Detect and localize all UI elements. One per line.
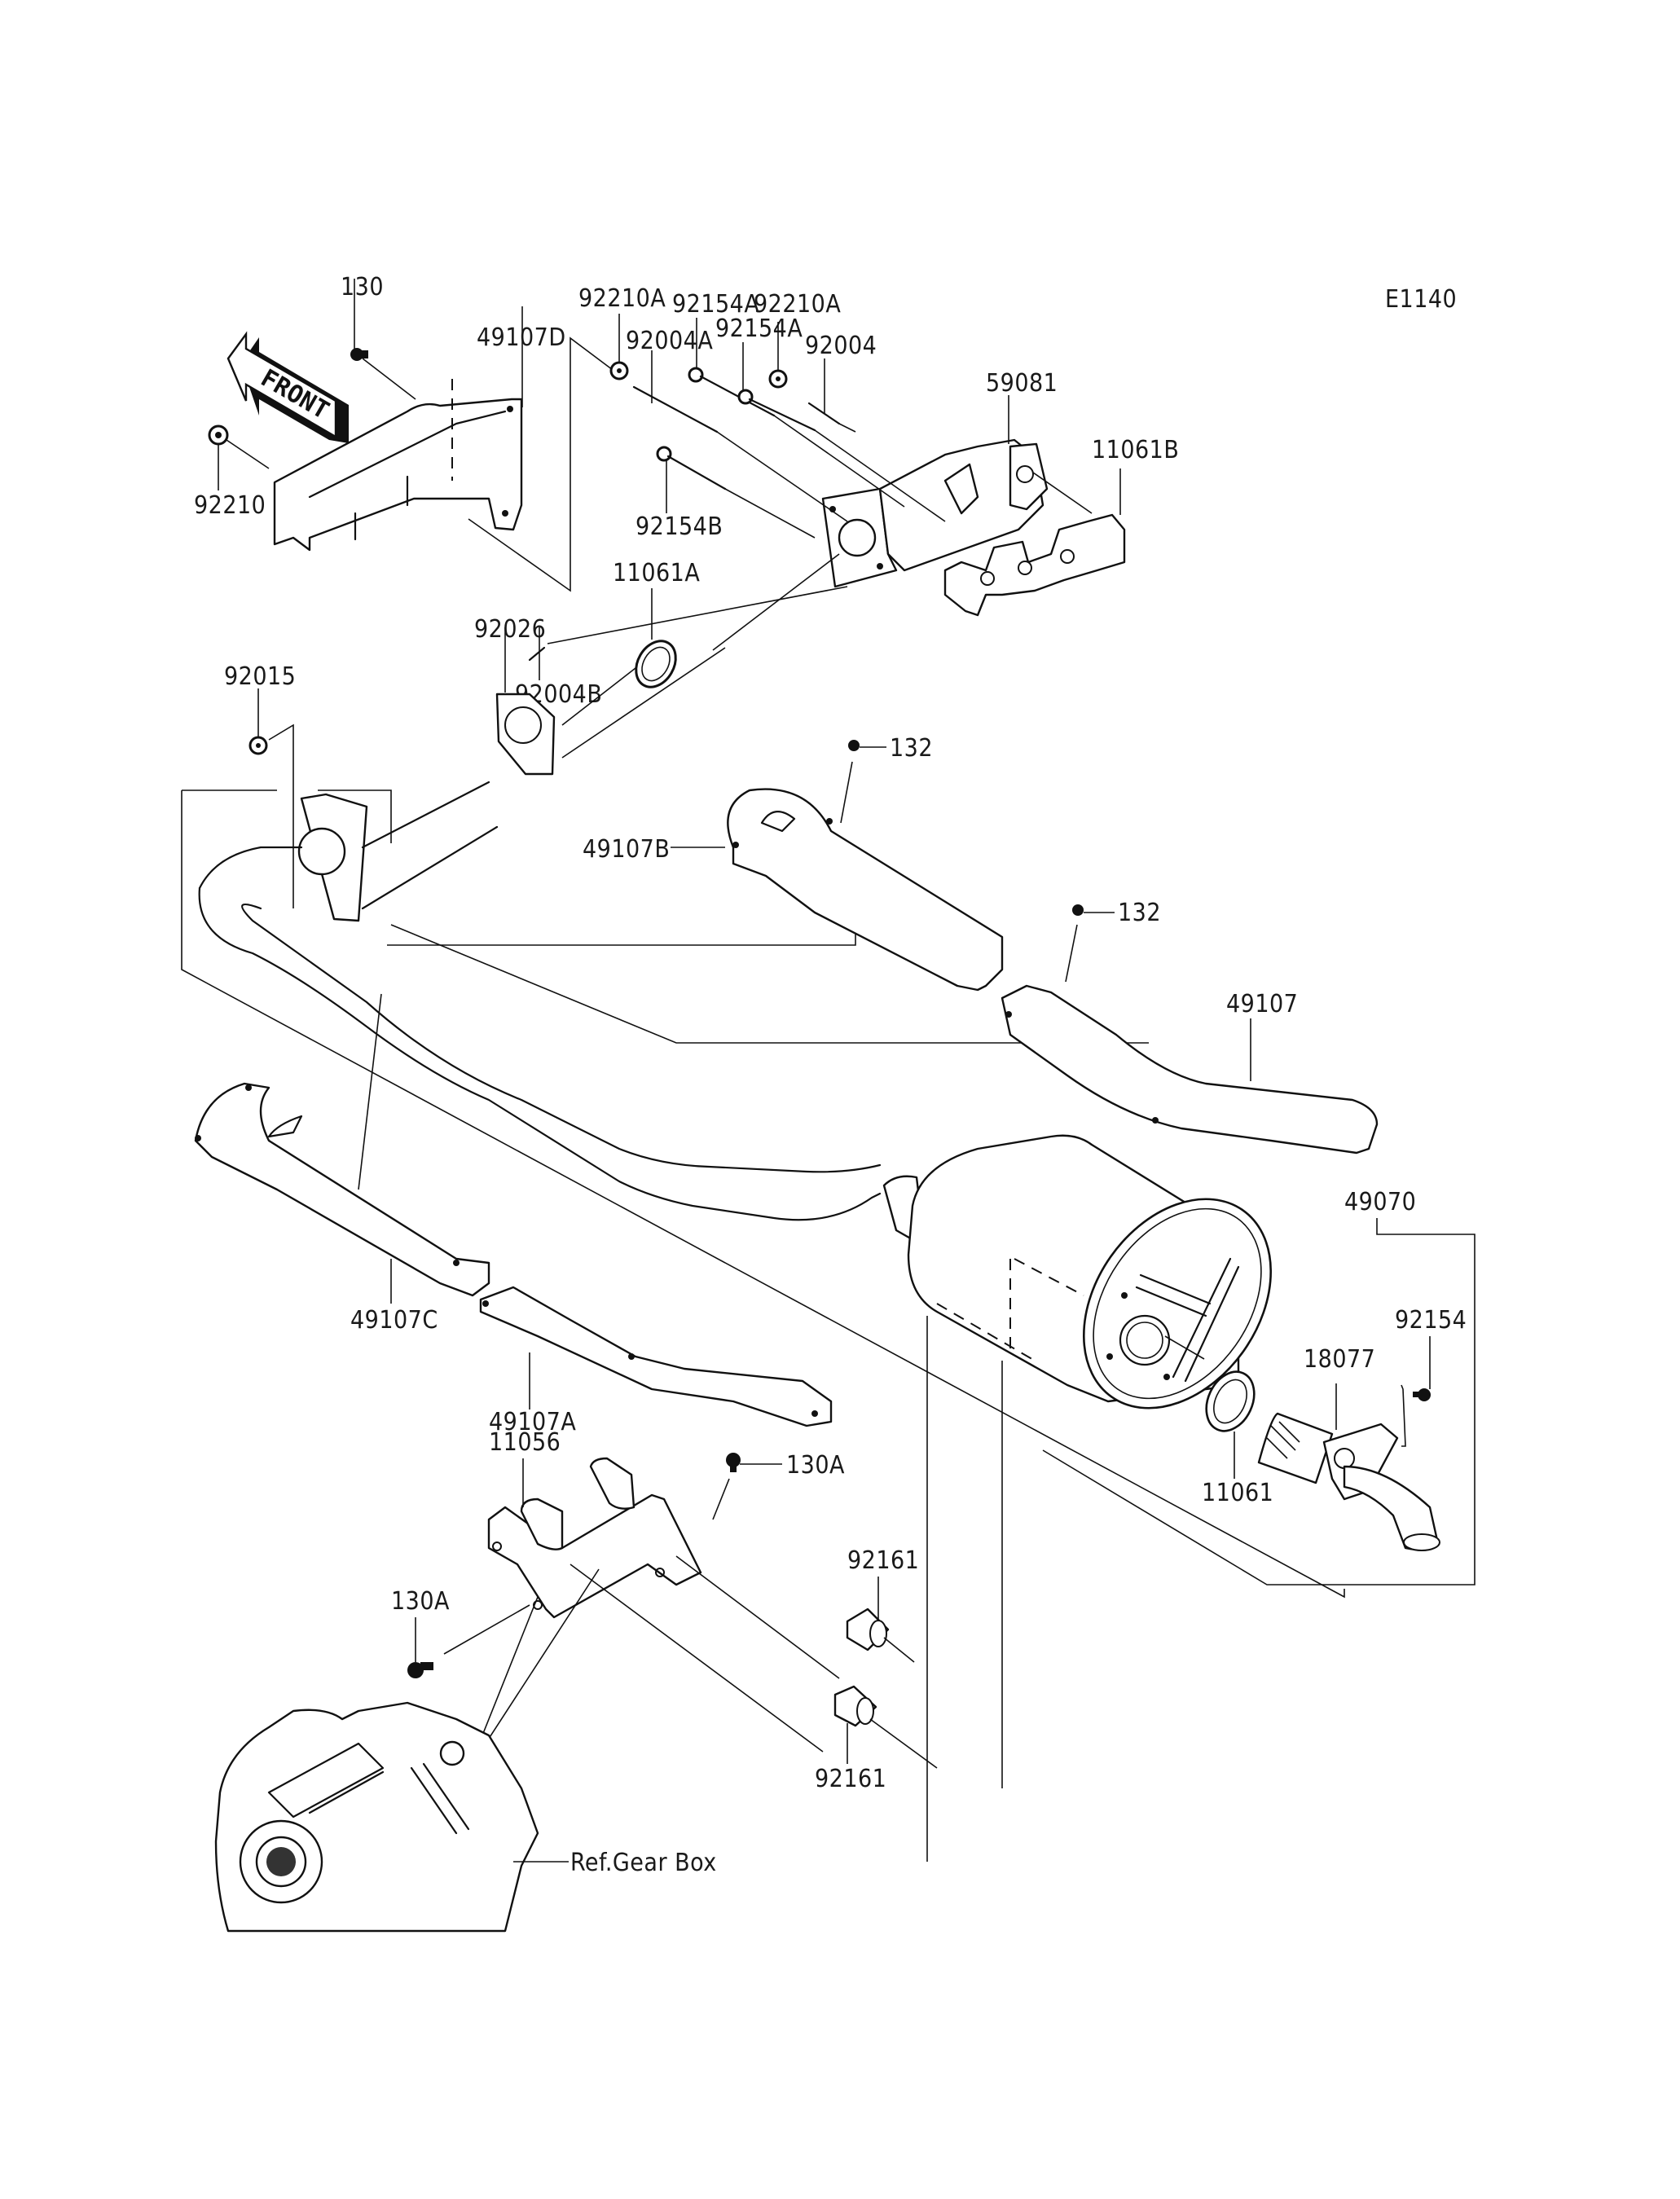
label-49107: 49107 [1226,990,1298,1018]
muffler-49070[interactable] [882,1134,1309,1444]
label-92154: 92154 [1395,1306,1467,1335]
label-132-lower: 132 [1118,899,1161,927]
gasket-plate-92026[interactable] [495,693,556,776]
label-92026: 92026 [474,615,546,644]
label-92004: 92004 [805,332,877,360]
label-92154A-left: 92154A [672,290,759,319]
nut-92210-icon[interactable] [208,424,229,446]
heat-shield-49107B[interactable] [727,788,1004,992]
screw-130A-lower-icon[interactable] [407,1662,433,1678]
label-11061A: 11061A [613,559,700,587]
spark-arrestor-18077[interactable] [1257,1412,1440,1551]
collar-92161-lower[interactable] [833,1685,877,1727]
label-49107D: 49107D [477,323,566,352]
stud-92004A-icon[interactable] [632,385,719,433]
label-132-upper: 132 [890,734,933,763]
gasket-11061B[interactable] [943,513,1126,617]
label-11061B: 11061B [1092,436,1179,464]
label-130A-lower: 130A [391,1587,450,1616]
nut-92210A-right-icon[interactable] [768,369,788,389]
label-92210A-right: 92210A [754,290,841,319]
label-92161-lower: 92161 [815,1765,886,1793]
bolt-92154B-icon[interactable] [656,446,727,490]
label-92004A: 92004A [626,327,713,355]
exhaust-manifold-59081[interactable] [821,438,1049,588]
heat-shield-49107[interactable] [1001,984,1379,1154]
bracket-11056[interactable] [487,1457,702,1619]
screw-132-upper-icon[interactable] [848,740,860,751]
screw-130A-upper-icon[interactable] [726,1453,741,1472]
label-130A-upper: 130A [786,1451,845,1480]
front-arrow-icon: FRONT [226,331,349,443]
label-49107C: 49107C [350,1306,438,1335]
gasket-11061[interactable] [1197,1364,1263,1439]
label-11061: 11061 [1202,1479,1273,1507]
label-92154B: 92154B [635,512,723,541]
nut-92210A-left-icon[interactable] [609,361,629,380]
nut-92015-icon[interactable] [248,736,268,755]
label-49070: 49070 [1344,1188,1416,1216]
bolt-130-icon[interactable] [350,348,368,361]
label-92154A-right: 92154A [715,314,803,343]
heat-shield-49107C[interactable] [194,1082,490,1297]
label-11056: 11056 [489,1428,561,1457]
heat-shield-49107A[interactable] [479,1286,833,1427]
exhaust-pipe[interactable] [198,781,882,1221]
label-92210: 92210 [194,491,266,520]
label-92015: 92015 [224,662,296,691]
gear-box-reference [214,1701,539,1933]
collar-92161-upper[interactable] [846,1607,890,1651]
label-92161-upper: 92161 [847,1546,919,1575]
bolt-92154A-right-icon[interactable] [737,389,816,432]
heat-shield-49107D[interactable] [273,379,523,552]
diagram-code: E1140 [1385,285,1457,314]
label-130: 130 [341,273,384,301]
label-59081: 59081 [986,369,1058,398]
stud-92004-icon[interactable] [807,402,841,425]
label-49107B: 49107B [583,835,670,864]
bolt-92154A-left-icon[interactable] [688,367,776,417]
label-49107A: 49107A [489,1408,576,1436]
label-92210A-left: 92210A [578,284,666,313]
gasket-11061A[interactable] [628,634,684,694]
reference-gear-box-label: Ref.Gear Box [570,1849,717,1877]
bolt-92154-icon[interactable] [1413,1388,1431,1401]
screw-132-lower-icon[interactable] [1072,904,1084,916]
label-18077: 18077 [1304,1345,1375,1374]
stud-92004B-icon[interactable] [528,646,546,662]
